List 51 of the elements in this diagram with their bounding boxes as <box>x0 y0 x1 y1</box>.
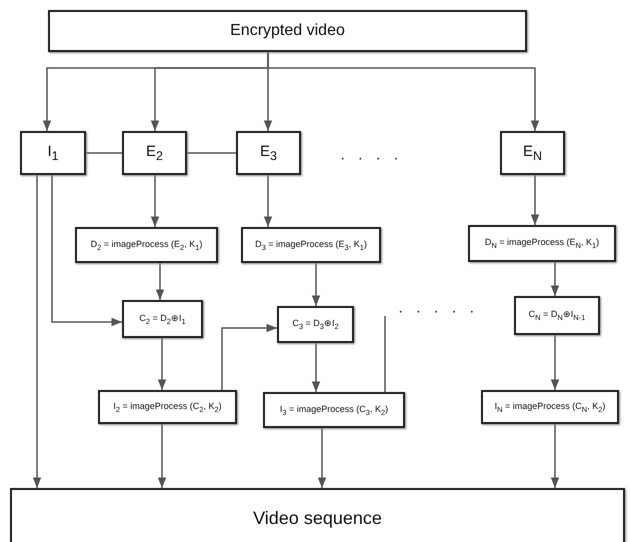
arrow <box>312 263 320 306</box>
box-label: E$_{3}$ <box>260 143 277 163</box>
arrow <box>312 343 320 392</box>
process-box <box>468 225 616 262</box>
process-box <box>98 390 237 424</box>
process-box <box>75 227 218 263</box>
arrow <box>221 324 277 390</box>
process-box <box>236 131 301 175</box>
process-box <box>10 488 625 542</box>
arrow <box>158 424 166 488</box>
ellipsis-dots: · · · · <box>340 150 403 168</box>
process-box <box>263 392 405 428</box>
box-label: Encrypted video <box>230 22 345 40</box>
arrow <box>267 52 540 131</box>
box-label: I$_{3}$ = imageProcess (C$_{3}$, K$_{2}$) <box>280 404 388 416</box>
ellipsis-dots: · · · · · <box>398 303 478 321</box>
process-box <box>122 131 187 175</box>
arrow <box>156 263 164 300</box>
process-box <box>122 300 203 338</box>
box-label: I$_{2}$ = imageProcess (C$_{2}$, K$_{2}$) <box>113 400 222 414</box>
box-label: D$_{2}$ = imageProcess (E$_{2}$, K$_{1}$) <box>90 238 202 252</box>
box-label: E$_{N}$ <box>522 143 542 163</box>
box-label: C$_{2}$ = D$_{2}$⊕I$_{1}$ <box>139 312 186 326</box>
box-label: Video sequence <box>253 508 382 528</box>
arrow <box>530 175 540 225</box>
process-box <box>20 131 86 175</box>
process-box <box>514 296 600 335</box>
box-label: I$_{N}$ = imageProcess (C$_{N}$, K$_{2}$) <box>494 400 606 414</box>
process-box <box>241 227 381 263</box>
process-box <box>277 306 354 343</box>
process-box <box>481 390 619 424</box>
arrow <box>32 175 42 488</box>
arrow <box>264 175 272 227</box>
arrow <box>150 175 160 227</box>
box-label: I$_{1}$ <box>47 143 59 163</box>
connector-line <box>187 152 236 154</box>
box-label: D$_{N}$ = imageProcess (E$_{N}$, K$_{1}$) <box>484 237 600 250</box>
box-label: C$_{3}$ = D$_{3}$⊕I$_{2}$ <box>292 318 339 331</box>
arrow <box>550 262 560 296</box>
arrow <box>158 338 166 390</box>
box-label: E$_{2}$ <box>146 143 163 163</box>
arrow <box>550 424 560 488</box>
arrow <box>550 335 560 390</box>
process-box <box>48 10 527 52</box>
box-label: C$_{N}$ = D$_{N}$⊕I$_{N-1}$ <box>528 309 586 322</box>
arrow <box>318 428 326 488</box>
process-box <box>500 131 565 175</box>
box-label: D$_{3}$ = imageProcess (E$_{3}$, K$_{1}$) <box>255 238 367 252</box>
connector-line <box>384 316 386 392</box>
connector-line <box>86 152 122 154</box>
arrow <box>51 175 122 326</box>
